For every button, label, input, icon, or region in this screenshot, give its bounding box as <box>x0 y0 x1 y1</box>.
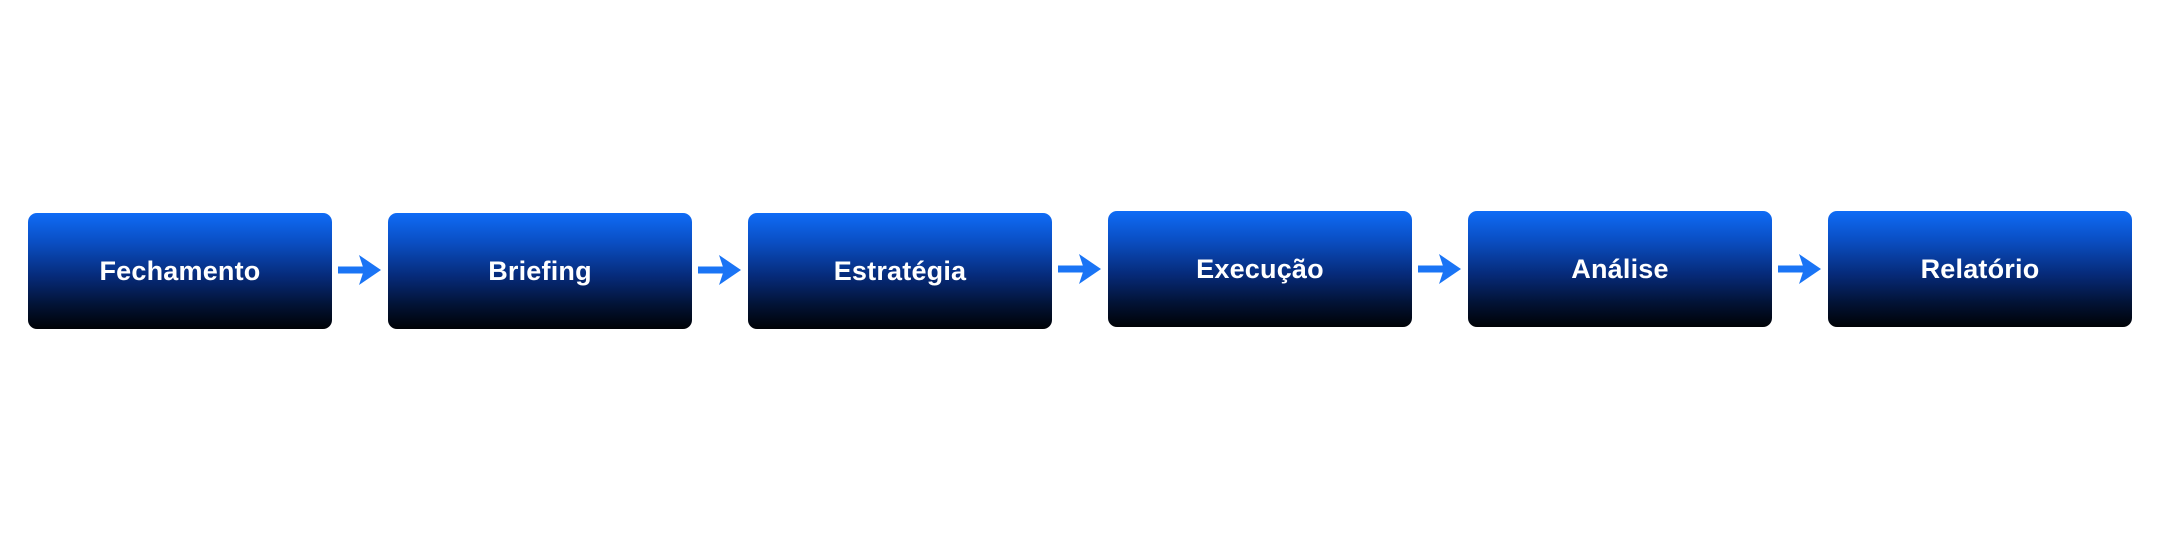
arrow-right-icon <box>1778 254 1822 284</box>
step-label: Relatório <box>1920 253 2040 284</box>
arrow-right-icon <box>338 255 382 285</box>
arrow-right-icon <box>1058 254 1102 284</box>
step-analise: Análise <box>1468 211 1772 327</box>
arrow-right-icon <box>1418 254 1462 284</box>
step-execucao: Execução <box>1108 211 1412 327</box>
step-label: Estratégia <box>833 255 967 286</box>
step-label: Fechamento <box>99 255 261 286</box>
arrow-right-icon <box>698 255 742 285</box>
step-label: Execução <box>1196 253 1324 284</box>
step-briefing: Briefing <box>388 213 692 329</box>
step-relatorio: Relatório <box>1828 211 2132 327</box>
step-label: Análise <box>1571 253 1669 284</box>
step-fechamento: Fechamento <box>28 213 332 329</box>
step-estrategia: Estratégia <box>748 213 1052 329</box>
step-label: Briefing <box>488 255 592 286</box>
